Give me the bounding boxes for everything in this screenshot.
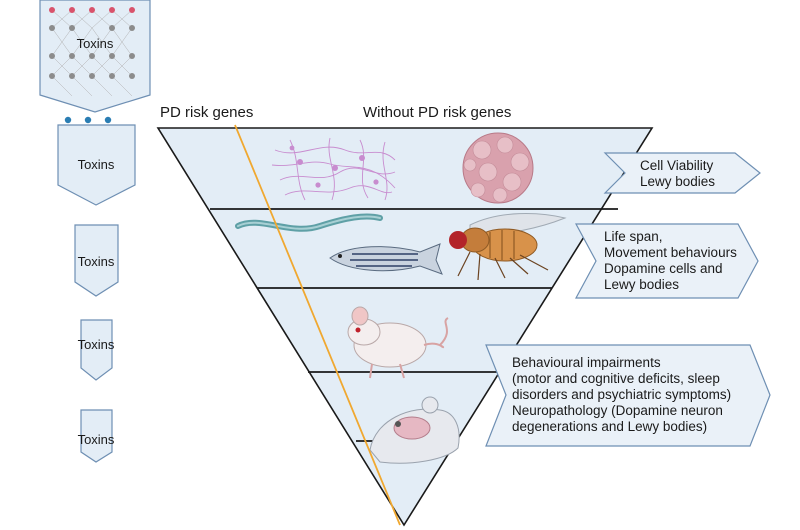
callout-cells-text: Cell Viability Lewy bodies: [640, 158, 716, 189]
pd-risk-genes-header: PD risk genes: [160, 104, 254, 121]
toxins-label-2: Toxins: [77, 157, 115, 172]
toxins-chevron-2: [57, 124, 136, 206]
without-pd-risk-genes-header: Without PD risk genes: [363, 104, 512, 121]
callout-rodents-text: Behavioural impairments (motor and cogni…: [512, 355, 732, 434]
rat-brain-icon: [369, 396, 460, 464]
output-nodes: [64, 116, 112, 124]
fruit-fly-icon: [449, 213, 567, 281]
neural-network-chevron: [39, 0, 151, 124]
toxins-chevron-3: [74, 224, 119, 297]
organoid-icon: [462, 132, 534, 204]
toxins-chevron-5: [80, 409, 113, 463]
zebrafish-icon: [329, 243, 443, 275]
neurons-icon: [271, 137, 396, 201]
toxins-chevron-4: [80, 319, 113, 381]
toxins-label-3: Toxins: [77, 254, 115, 269]
pd-risk-genes-line: [234, 124, 401, 526]
mouse-icon: [347, 306, 449, 379]
neural-network-icon: [51, 9, 133, 97]
callout-invertebrates: [574, 223, 759, 299]
callout-rodents: [485, 344, 771, 447]
callout-invertebrates-text: Life span, Movement behaviours Dopamine …: [604, 229, 737, 292]
toxins-label-5: Toxins: [77, 432, 115, 447]
toxins-label-1: Toxins: [76, 36, 114, 51]
callout-cells: [603, 152, 761, 194]
toxins-label-4: Toxins: [77, 337, 115, 352]
